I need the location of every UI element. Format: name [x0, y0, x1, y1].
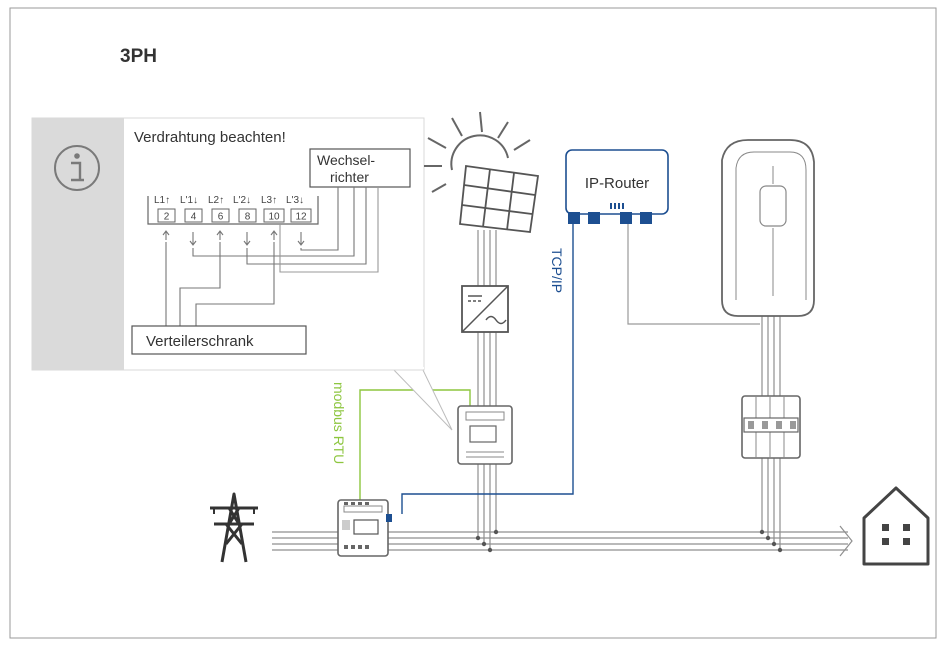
terminal-label: L'2↓ [233, 195, 251, 206]
terminal-label: L'3↓ [286, 195, 304, 206]
circuit-breaker-icon [741, 395, 801, 459]
callout-wiring [162, 187, 379, 326]
solar-panel-icon [459, 164, 540, 233]
terminal-block: L1↑ L'1↓ L2↑ L'2↓ L3↑ L'3↓ 2 4 6 8 10 12 [147, 195, 319, 225]
tcp-ip-label: TCP/IP [549, 248, 565, 293]
router-label: IP-Router [585, 175, 649, 192]
pv-junctions [475, 529, 499, 553]
diagram-title: 3PH [120, 46, 157, 67]
terminal-label: L2↑ [208, 195, 224, 206]
inverter-label-box [309, 148, 411, 188]
modbus-label: modbus RTU [331, 382, 347, 464]
wallbox-junctions [759, 529, 783, 553]
sun-icon [424, 111, 531, 193]
wallbox-icon [721, 139, 815, 317]
router-wallbox-cable [627, 222, 760, 325]
terminal-number: 2 [164, 212, 170, 223]
terminal-label: L3↑ [261, 195, 277, 206]
tcp-ip-cable [401, 222, 574, 514]
info-icon [54, 145, 100, 191]
power-pylon-icon [210, 492, 258, 563]
main-meter-icon [337, 499, 392, 557]
terminal-number: 4 [191, 212, 197, 223]
pv-wires [477, 230, 497, 550]
distribution-label-box [131, 325, 307, 355]
energy-meter-icon [457, 405, 513, 465]
inverter-label-line1: Wechsel- [317, 152, 375, 168]
terminal-number: 8 [245, 212, 251, 223]
router-icon [565, 149, 669, 224]
house-icon [862, 486, 930, 566]
terminal-label: L'1↓ [180, 195, 198, 206]
inverter-label-line2: richter [330, 169, 369, 185]
terminal-number: 10 [268, 212, 280, 223]
callout-heading: Verdrahtung beachten! [134, 129, 286, 146]
terminal-number: 12 [295, 212, 307, 223]
callout-info-strip [32, 118, 124, 370]
inverter-icon [461, 285, 509, 333]
terminal-label: L1↑ [154, 195, 170, 206]
distribution-label: Verteilerschrank [146, 333, 254, 350]
terminal-number: 6 [218, 212, 224, 223]
